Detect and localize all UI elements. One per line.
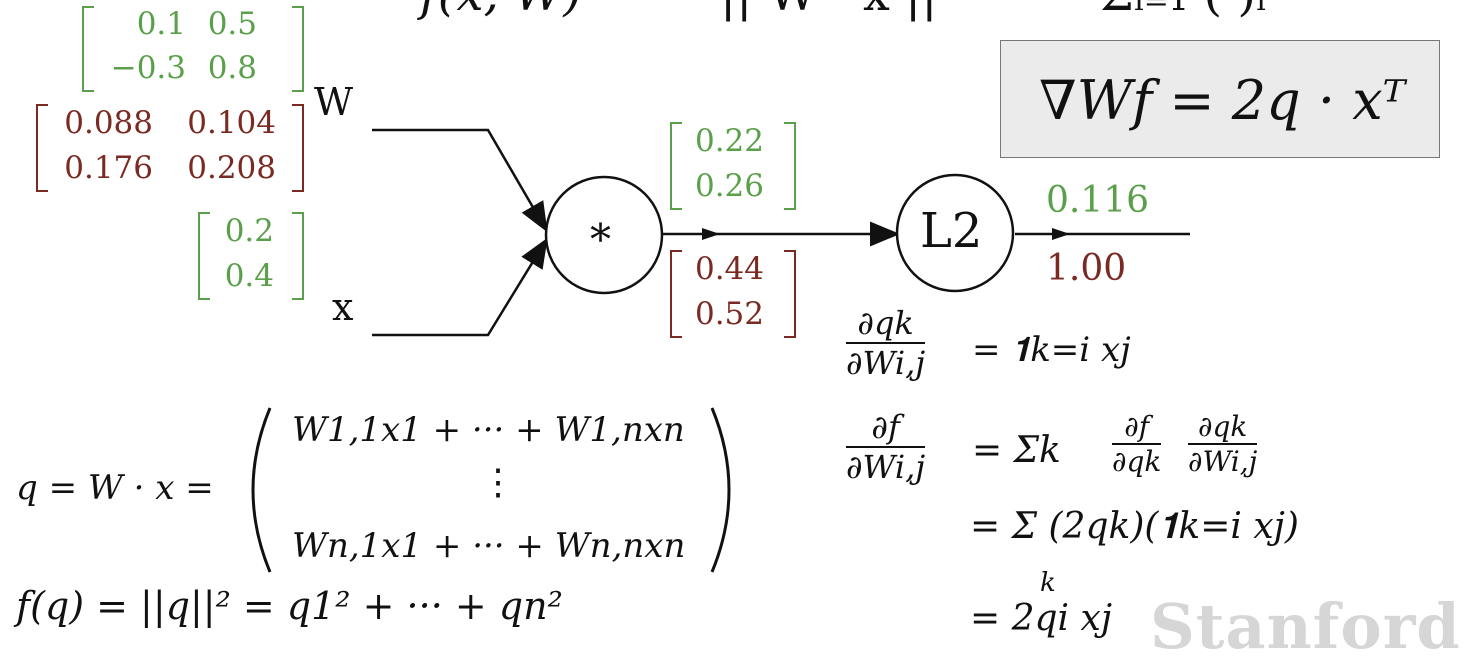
deriv3-subscript: k: [1040, 568, 1056, 598]
q-value-cell: 0.22: [694, 123, 764, 159]
q-equation-row1: W1,1x1 + ··· + W1,nxn: [292, 410, 685, 450]
gradient-formula: ∇Wf = 2q · xᵀ: [1039, 69, 1406, 132]
deriv2-factor1-num: ∂f: [1112, 410, 1162, 445]
q-grad-cell: 0.52: [694, 296, 764, 332]
w-value-cell: −0.3: [110, 50, 186, 86]
deriv2-sum: = Σk: [972, 430, 1061, 471]
deriv1-fraction: ∂qk ∂Wi,j: [846, 304, 926, 382]
w-grad-cell: 0.088: [64, 105, 153, 141]
gradient-formula-box: ∇Wf = 2q · xᵀ: [1000, 40, 1440, 158]
q-grad-vector: 0.44 0.52: [670, 246, 796, 338]
wire-x: [372, 237, 548, 337]
input-w-label: W: [314, 80, 354, 124]
header-formula-left: f(x, W): [420, 0, 582, 22]
w-value-cell: 0.5: [207, 6, 257, 42]
deriv2-denominator: ∂Wi,j: [846, 448, 926, 486]
multiply-node-circle: [544, 175, 664, 295]
q-equation-row2: ⋮: [480, 462, 516, 503]
multiply-node-label: *: [590, 215, 611, 264]
wire-q-mid-arrow: [702, 228, 720, 240]
header-formula-right: Σᵢ₌₁ (·)ᵢ: [1100, 0, 1266, 22]
q-value-vector: 0.22 0.26: [670, 118, 796, 210]
x-value-cell: 0.2: [224, 213, 274, 249]
w-value-matrix: 0.1 0.5 −0.3 0.8: [82, 2, 304, 92]
l2-node-label: L2: [920, 203, 983, 259]
deriv1-rhs: = 𝟏k=i xj: [972, 330, 1131, 370]
q-equation-row3: Wn,1x1 + ··· + Wn,nxn: [292, 526, 686, 566]
deriv2-factor2-den: ∂Wi,j: [1188, 445, 1258, 478]
deriv2-factor2-num: ∂qk: [1188, 410, 1258, 445]
q-grad-cell: 0.44: [694, 251, 764, 287]
deriv2-factor1-den: ∂qk: [1112, 445, 1162, 478]
output-value: 0.116: [1046, 180, 1150, 221]
deriv1-numerator: ∂qk: [846, 304, 926, 344]
w-grad-cell: 0.208: [187, 150, 276, 186]
input-x-label: x: [332, 285, 354, 329]
header-formula-middle: || W · x ||²: [720, 0, 957, 22]
deriv2-fraction: ∂f ∂Wi,j: [846, 408, 926, 486]
deriv1-denominator: ∂Wi,j: [846, 344, 926, 382]
x-value-cell: 0.4: [224, 258, 274, 294]
q-value-cell: 0.26: [694, 168, 764, 204]
w-value-cell: 0.1: [136, 6, 186, 42]
output-grad: 1.00: [1046, 248, 1127, 289]
stanford-watermark: Stanford: [1150, 590, 1461, 663]
q-equation-lhs: q = W · x =: [16, 468, 214, 508]
w-grad-cell: 0.176: [64, 150, 153, 186]
f-equation: f(q) = ||q||² = q1² + ··· + qn²: [16, 584, 563, 628]
w-grad-matrix: 0.088 0.104 0.176 0.208: [36, 100, 304, 192]
deriv2-factor1: ∂f ∂qk: [1112, 410, 1162, 478]
w-grad-cell: 0.104: [187, 105, 276, 141]
wire-w: [372, 128, 548, 233]
l2-node-circle: [895, 173, 1015, 293]
x-value-vector: 0.2 0.4: [198, 208, 304, 300]
wire-out-arrow: [1052, 228, 1070, 240]
deriv2-numerator: ∂f: [846, 408, 926, 448]
deriv3: = Σ (2qk)(𝟏k=i xj): [970, 506, 1299, 547]
w-value-cell: 0.8: [207, 50, 257, 86]
deriv4: = 2qi xj: [970, 598, 1112, 639]
deriv2-factor2: ∂qk ∂Wi,j: [1188, 410, 1258, 478]
